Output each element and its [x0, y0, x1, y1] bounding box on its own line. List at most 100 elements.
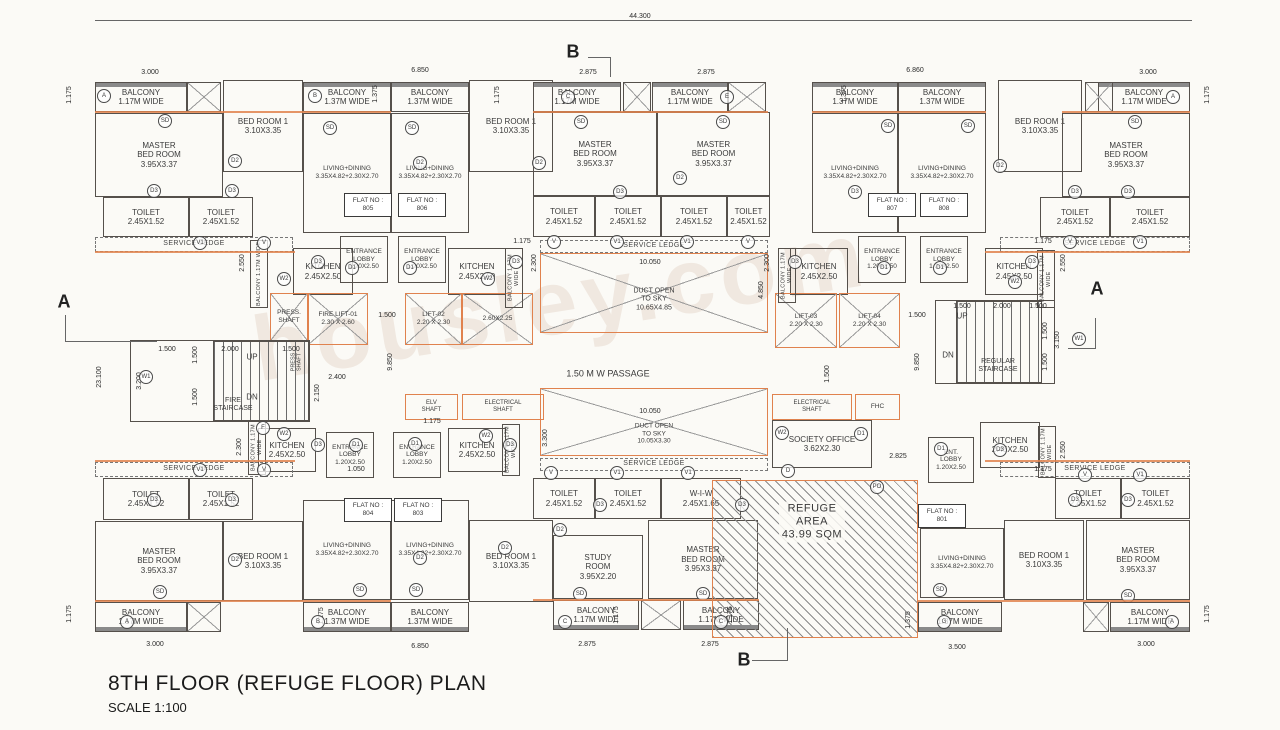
fire-stair-up: UP [246, 352, 258, 362]
dims-41: 1.500 [1041, 322, 1049, 340]
dims-30: 1.175 [423, 417, 441, 425]
door-d3: D3 [311, 438, 325, 452]
balcony-letter: E [720, 90, 734, 104]
balcony-808: BALCONY 1.37M WIDE [898, 82, 986, 112]
entrance-lobby-805: ENTRANCE LOBBY 1.20X2.50 [340, 236, 388, 283]
dims-7: 1.175 [65, 86, 73, 104]
dims-42: 1.500 [1041, 353, 1049, 371]
section-marker-b-bottom: B [737, 649, 751, 670]
dims-47: 2.550 [1059, 254, 1067, 272]
orange-wall [918, 600, 1190, 602]
vent-v1: V1 [610, 235, 624, 249]
dims-24: 9.850 [386, 353, 394, 371]
section-line [1095, 318, 1096, 348]
dims-14: 2.300 [235, 438, 243, 456]
door-d2: D2 [498, 541, 512, 555]
door-d3: D3 [225, 493, 239, 507]
dims-29: 1.175 [513, 237, 531, 245]
lift-03: LIFT-03 2.20 X 2.30 [775, 293, 837, 348]
dims-57: 1.175 [726, 606, 734, 624]
balcony-807: BALCONY 1.37M WIDE [812, 82, 898, 112]
door-d3: D3 [593, 498, 607, 512]
kitchen-806: KITCHEN 2.45X2.50 [448, 248, 506, 295]
orange-wall [95, 460, 295, 462]
master-bedroom-center-left-top: MASTER BED ROOM 3.95X3.37 [533, 112, 657, 196]
door-d3: D3 [225, 184, 239, 198]
electrical-shaft-right: ELECTRICAL SHAFT [772, 394, 852, 420]
dims-46: 2.550 [1059, 441, 1067, 459]
balcony-803: BALCONY 1.37M WIDE [391, 602, 469, 632]
study-room: STUDY ROOM 3.95X2.20 [553, 535, 643, 599]
dims-10: 1.375 [840, 85, 848, 103]
dims-32: 1.175 [1034, 237, 1052, 245]
fire-staircase-box [130, 340, 310, 422]
service-ledge: SERVICE LEDGE [540, 240, 768, 253]
fire-staircase-treads [213, 341, 309, 421]
balcony-center-left-top: BALCONY 1.17M WIDE [533, 82, 621, 112]
dims-50: 2.875 [578, 640, 596, 648]
balcony-center-right-top: BALCONY 1.17M WIDE [652, 82, 728, 112]
regular-stair-dn: DN [942, 350, 954, 360]
sd-marker: SD [1121, 589, 1135, 603]
door-d2: D2 [673, 171, 687, 185]
balcony-letter: A [120, 615, 134, 629]
balcony-a-bottom-right: BALCONY 1.17M WIDE [1110, 602, 1190, 632]
duct-open-to-sky-top [540, 253, 768, 333]
orange-wall [985, 251, 1190, 253]
orange-wall [812, 111, 986, 113]
dims-6: 3.000 [1139, 68, 1157, 76]
living-dining-808: LIVING+DINING 3.35X4.82+2.30X2.70 [898, 113, 986, 233]
master-bedroom-top-left: MASTER BED ROOM 3.95X3.37 [95, 113, 223, 197]
section-line [610, 57, 611, 77]
dims-38: 1.500 [953, 302, 971, 310]
master-bedroom-801: MASTER BED ROOM 3.95X3.37 [1086, 520, 1190, 600]
dims-28: 3.300 [541, 429, 549, 447]
flat-no-808: FLAT NO : 808 [920, 193, 968, 217]
dims-49: 6.850 [411, 642, 429, 650]
balcony-a-top-right: BALCONY 1.17M WIDE [1098, 82, 1190, 112]
door-d3: D3 [1068, 493, 1082, 507]
dims-51: 2.875 [701, 640, 719, 648]
section-marker-b-top: B [566, 41, 580, 62]
service-ledge: SERVICE LEDGE [540, 458, 768, 471]
dims-36: 1.500 [823, 365, 831, 383]
dims-19: 1.500 [191, 346, 199, 364]
door-d1: D1 [934, 442, 948, 456]
dims-58: 1.375 [904, 611, 912, 629]
dims-33: 1.175 [1034, 465, 1052, 473]
toilet-ct-4: TOILET 2.45X1.52 [727, 196, 770, 237]
door-d3: D3 [147, 493, 161, 507]
door-d2: D2 [993, 159, 1007, 173]
master-bedroom-center-right-top: MASTER BED ROOM 3.95X3.37 [657, 112, 770, 196]
door-d2: D2 [553, 523, 567, 537]
dims-52: 3.500 [948, 643, 966, 651]
cross-box [1083, 602, 1109, 632]
toilet-ct-3: TOILET 2.45X1.52 [661, 196, 727, 237]
orange-wall [533, 111, 768, 113]
toilet-bl-1: TOILET 2.45X1.52 [103, 478, 189, 520]
orange-wall [533, 599, 759, 601]
dims-13: 2.550 [238, 254, 246, 272]
entrance-lobby-808: ENTRANCE LOBBY 1.20X2.50 [920, 236, 968, 283]
balcony-vertical: BALCONY 1.17M WIDE [1037, 250, 1055, 308]
sd-marker: SD [158, 114, 172, 128]
dims-20: 1.500 [191, 388, 199, 406]
bedroom1-top-left: BED ROOM 1 3.10X3.35 [223, 80, 303, 172]
door-d3: D3 [1121, 493, 1135, 507]
vent-v: V [1063, 235, 1077, 249]
sd-marker: SD [961, 119, 975, 133]
dims-40: 1.500 [1029, 302, 1047, 310]
kitchen-bottom-right: KITCHEN 2.45X2.50 [980, 422, 1040, 468]
door-d3: D3 [509, 255, 523, 269]
window-w2: W2 [277, 427, 291, 441]
door-d1: D1 [933, 261, 947, 275]
dims-37: 1.500 [908, 311, 926, 319]
drawing-title: 8TH FLOOR (REFUGE FLOOR) PLAN [108, 672, 487, 695]
toilet-ct-1: TOILET 2.45X1.52 [533, 196, 595, 237]
window-w1: W1 [139, 370, 153, 384]
press-shaft-vertical: PRESS SHAFT [290, 352, 303, 372]
dims-21: 2.400 [328, 373, 346, 381]
sd-marker: SD [1128, 115, 1142, 129]
service-ledge: SERVICE LEDGE [1000, 462, 1190, 477]
dims-11: 1.175 [1203, 86, 1211, 104]
